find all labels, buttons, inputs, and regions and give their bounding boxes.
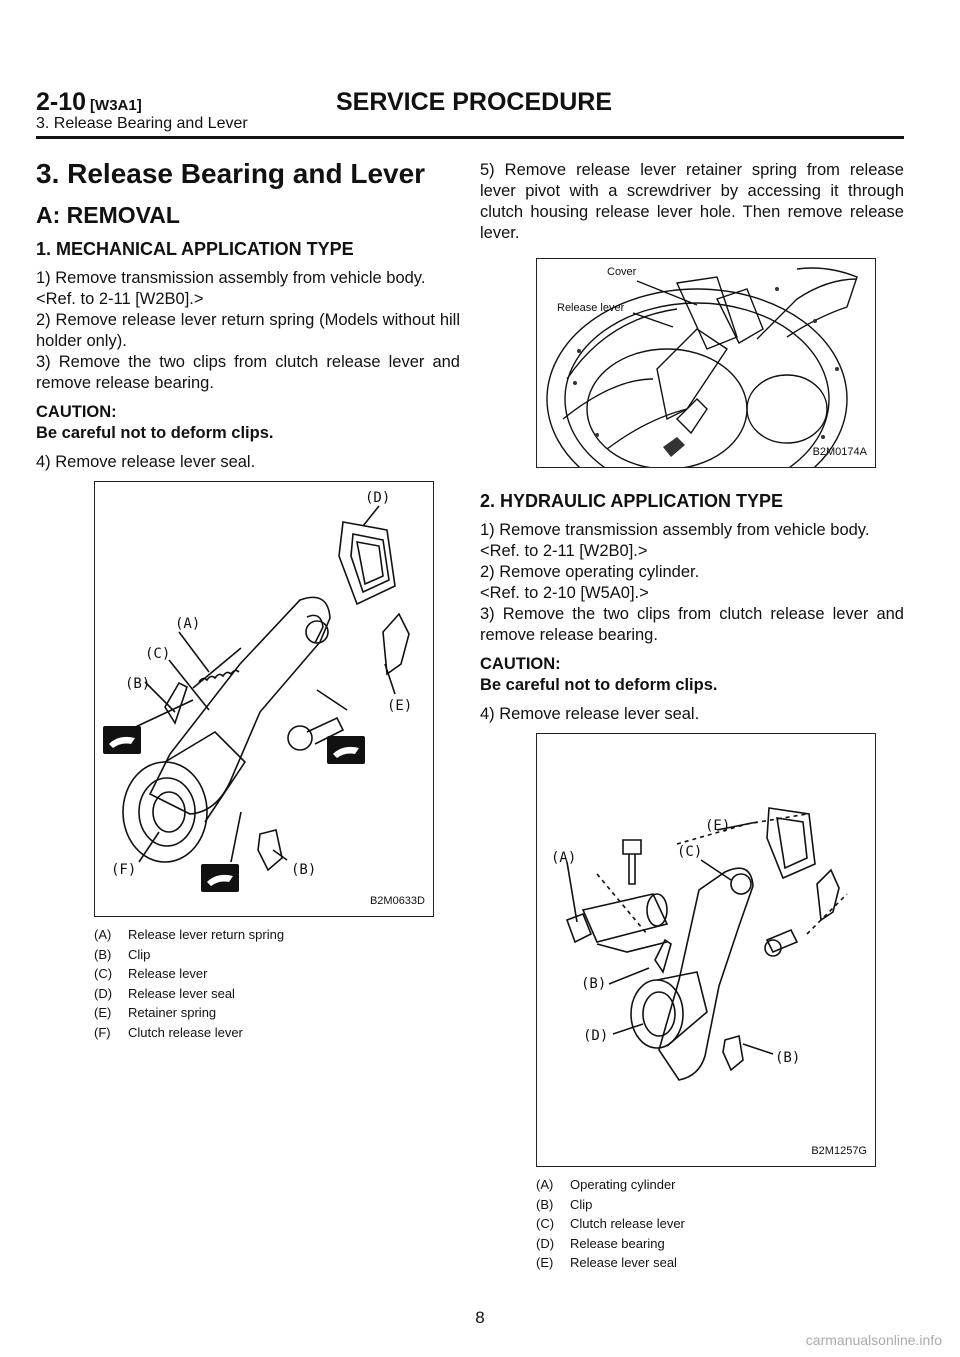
right-column: 5) Remove release lever retainer spring … bbox=[480, 150, 904, 1273]
callout-d: (D) bbox=[365, 490, 390, 506]
callout-a: (A) bbox=[175, 616, 200, 632]
section-ref: [W3A1] bbox=[90, 97, 142, 114]
callout-b-top: (B) bbox=[125, 676, 150, 692]
step-2: 2) Remove release lever return spring (M… bbox=[36, 311, 460, 350]
page-number: 8 bbox=[475, 1308, 485, 1327]
caution-title: CAUTION: bbox=[36, 403, 117, 421]
callout-a: (A) bbox=[551, 850, 576, 866]
figure-code: B2M0174A bbox=[812, 446, 867, 458]
figure-code: B2M0633D bbox=[369, 895, 425, 907]
callout-d: (D) bbox=[583, 1028, 608, 1044]
callout-e: (E) bbox=[705, 818, 730, 834]
callout-c: (C) bbox=[677, 844, 702, 860]
callout-b-right: (B) bbox=[775, 1050, 800, 1066]
figure-legend: (A)Release lever return spring (B)Clip (… bbox=[94, 925, 460, 1042]
legend-item: (B)Clip bbox=[536, 1196, 593, 1212]
label-release-lever: Release lever bbox=[557, 302, 625, 314]
callout-b-bottom: (B) bbox=[291, 862, 316, 878]
step-4: 4) Remove release lever seal. bbox=[480, 705, 700, 723]
step-4: 4) Remove release lever seal. bbox=[36, 453, 256, 471]
left-column: 3. Release Bearing and Lever A: REMOVAL … bbox=[36, 150, 460, 1042]
section-number: 2-10 bbox=[36, 88, 87, 116]
legend-item: (C)Release lever bbox=[94, 966, 208, 981]
callout-b-left: (B) bbox=[581, 976, 606, 992]
section-heading: 3. Release Bearing and Lever bbox=[36, 158, 426, 189]
figure-release-lever-seal: (D) (A) (C) (B) (E) (F) (B) B2M0633D bbox=[94, 481, 434, 917]
legend-item: (F)Clutch release lever bbox=[94, 1024, 243, 1040]
section-code: 2-10[W3A1] bbox=[36, 88, 142, 117]
caution-text: Be careful not to deform clips. bbox=[480, 676, 718, 694]
step-2-ref: <Ref. to 2-10 [W5A0].> bbox=[480, 584, 649, 602]
release-lever-diagram: (D) (A) (C) (B) (E) (F) (B) bbox=[103, 490, 412, 892]
caution-text: Be careful not to deform clips. bbox=[36, 424, 274, 442]
caution-title: CAUTION: bbox=[480, 655, 561, 673]
header-rule bbox=[36, 136, 904, 139]
subsection-heading: A: REMOVAL bbox=[36, 202, 180, 228]
callout-c: (C) bbox=[145, 646, 170, 662]
legend-item: (D)Release bearing bbox=[536, 1235, 665, 1251]
procedure-heading: 2. HYDRAULIC APPLICATION TYPE bbox=[480, 491, 784, 511]
step-1-ref: <Ref. to 2-11 [W2B0].> bbox=[480, 542, 648, 560]
step-1: 1) Remove transmission assembly from veh… bbox=[36, 269, 426, 287]
page-header: 2-10[W3A1] SERVICE PROCEDURE 3. Release … bbox=[36, 88, 904, 138]
step-1: 1) Remove transmission assembly from veh… bbox=[480, 521, 870, 539]
legend-item: (A)Release lever return spring bbox=[94, 927, 285, 942]
step-5: 5) Remove release lever retainer spring … bbox=[480, 161, 904, 242]
header-subtitle: 3. Release Bearing and Lever bbox=[36, 115, 248, 132]
procedure-heading: 1. MECHANICAL APPLICATION TYPE bbox=[36, 239, 354, 259]
legend-item: (C)Clutch release lever bbox=[536, 1216, 685, 1231]
label-cover: Cover bbox=[607, 266, 637, 278]
step-1-ref: <Ref. to 2-11 [W2B0].> bbox=[36, 290, 204, 308]
legend-item: (A)Operating cylinder bbox=[536, 1177, 676, 1192]
legend-item: (B)Clip bbox=[94, 946, 151, 962]
figure-hydraulic-release-lever-seal: (E) (A) (C) (B) (D) (B) B2M1257G bbox=[536, 733, 876, 1167]
figure-release-lever-removal: Cover Release lever B2M0174A bbox=[536, 258, 876, 468]
figure-legend: (A)Operating cylinder (B)Clip (C)Clutch … bbox=[536, 1175, 904, 1273]
figure-code: B2M1257G bbox=[811, 1145, 867, 1157]
legend-item: (D)Release lever seal bbox=[94, 985, 235, 1001]
step-2: 2) Remove operating cylinder. bbox=[480, 563, 700, 581]
hydraulic-lever-diagram: (E) (A) (C) (B) (D) (B) bbox=[551, 807, 848, 1081]
clutch-housing-photo: Cover Release lever bbox=[546, 266, 858, 467]
callout-e: (E) bbox=[387, 698, 412, 714]
watermark[interactable]: carmanualsonline.info bbox=[805, 1332, 942, 1348]
callout-f: (F) bbox=[111, 862, 136, 878]
header-title: SERVICE PROCEDURE bbox=[336, 88, 612, 116]
step-3: 3) Remove the two clips from clutch rele… bbox=[480, 605, 904, 644]
legend-item: (E)Retainer spring bbox=[94, 1005, 217, 1020]
step-3: 3) Remove the two clips from clutch rele… bbox=[36, 353, 460, 392]
legend-item: (E)Release lever seal bbox=[536, 1255, 677, 1270]
